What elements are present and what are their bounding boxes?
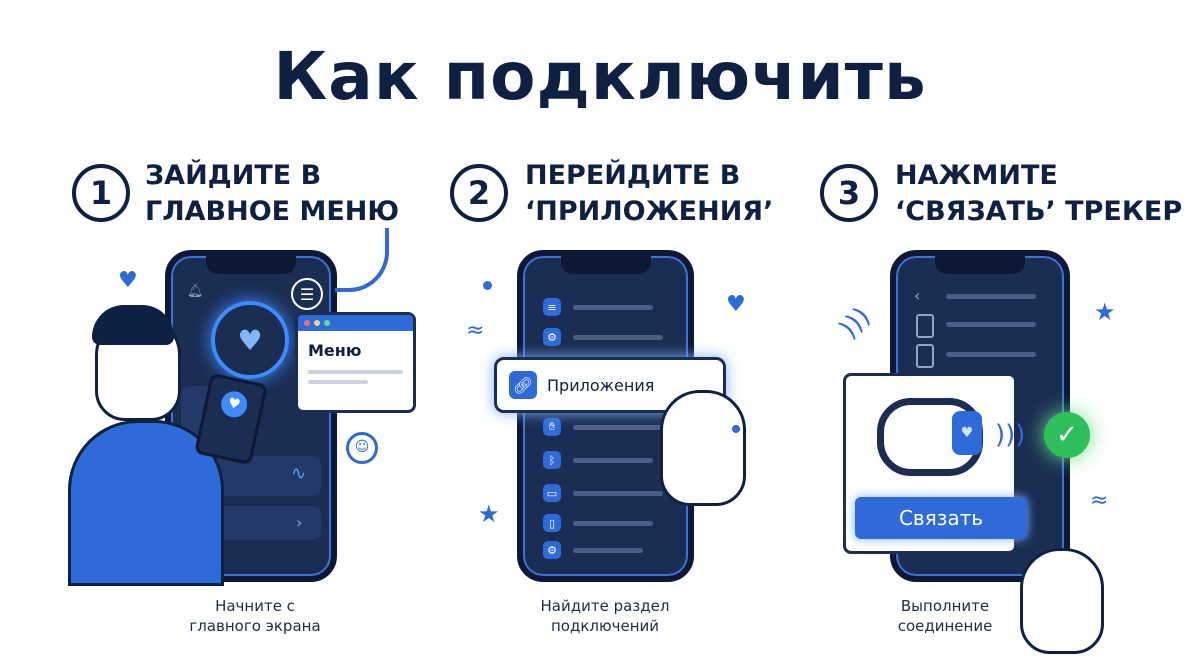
pointer-hand-icon [1020, 548, 1104, 654]
apps-item-label: Приложения [547, 375, 655, 395]
wifi-signal-icon: ))) [833, 301, 877, 345]
check-icon: ✓ [1044, 412, 1090, 458]
dot [732, 425, 740, 433]
placeholder-line [308, 380, 368, 384]
step-2-caption: Найдите раздел подключений [520, 596, 690, 636]
settings-row [573, 305, 653, 310]
step-1-caption: Начните с главного экрана [170, 596, 340, 636]
phone-notch [560, 256, 651, 274]
device-icon [916, 314, 934, 338]
heart-icon: ♥ [726, 292, 746, 317]
connect-button[interactable]: Связать [855, 497, 1027, 539]
settings-row [573, 491, 663, 496]
settings-row [573, 425, 663, 430]
hand-icon: ✋︎ [543, 418, 561, 436]
step-2-number: 2 [450, 164, 508, 222]
dot [483, 281, 492, 290]
step-3-number: 3 [820, 164, 878, 222]
step-3-line-2: ‘СВЯЗАТЬ’ ТРЕКЕР [895, 196, 1183, 227]
step-2-heading: ПЕРЕЙДИТЕ В ‘ПРИЛОЖЕНИЯ’ [525, 158, 773, 230]
phone-notch [935, 256, 1025, 274]
step-1-line-2: ГЛАВНОЕ МЕНЮ [145, 196, 400, 227]
gear-icon: ⚙ [543, 541, 561, 559]
phone-notch [206, 256, 296, 274]
wave-icon: ≈ [466, 318, 485, 343]
window-dot [314, 320, 320, 326]
caption-line: главного экрана [189, 617, 321, 635]
step-2-line-2: ‘ПРИЛОЖЕНИЯ’ [525, 196, 774, 227]
back-icon[interactable]: ‹ [914, 286, 921, 305]
caption-line: Начните с [215, 597, 295, 615]
bluetooth-icon: ᛒ [543, 451, 561, 469]
arrow-icon [335, 228, 389, 292]
step-1-line-1: ЗАЙДИТЕ В [145, 160, 322, 191]
settings-row [573, 548, 643, 553]
pulse-icon: ∿ [291, 463, 307, 484]
caption-line: соединение [897, 617, 993, 635]
settings-row [573, 335, 663, 340]
caption-line: Найдите раздел [540, 597, 670, 615]
step-1-heading: ЗАЙДИТЕ В ГЛАВНОЕ МЕНЮ [145, 158, 399, 230]
step-1-number: 1 [72, 164, 130, 222]
heart-rate-ring: ♥ [211, 301, 289, 379]
heart-icon: ♥ [237, 323, 263, 357]
caption-line: подключений [550, 617, 660, 635]
settings-row [946, 322, 1036, 327]
pointer-hand-icon [660, 390, 746, 506]
heart-icon: ♥ [118, 268, 138, 293]
menu-popup[interactable]: Меню [295, 312, 416, 413]
star-icon: ★ [478, 500, 500, 528]
signal-icon: ))) [995, 420, 1026, 450]
step-3-line-1: НАЖМИТЕ [895, 160, 1058, 191]
settings-row [946, 352, 1036, 357]
settings-row [573, 521, 653, 526]
step-3-caption: Выполните соединение [880, 596, 1010, 636]
watch-icon: ▯ [543, 514, 561, 532]
caption-line: Выполните [900, 597, 990, 615]
menu-popup-label: Меню [308, 341, 362, 360]
window-dot [304, 320, 310, 326]
placeholder-line [308, 370, 403, 374]
heart-icon: ♥ [218, 388, 250, 420]
settings-row [573, 458, 653, 463]
bell-icon: 🔔︎ [187, 284, 204, 299]
device-icon [916, 344, 934, 368]
sliders-icon: ≡ [543, 298, 561, 316]
star-icon: ★ [1094, 298, 1116, 326]
chevron-right-icon: › [296, 513, 303, 532]
fitness-band-icon: ♥ [877, 398, 983, 476]
battery-icon: ▭ [543, 484, 561, 502]
smile-icon: ☺ [346, 432, 378, 464]
settings-row [946, 294, 1036, 299]
wave-icon: ≈ [1090, 488, 1109, 513]
popup-titlebar [298, 315, 413, 331]
gear-icon: ⚙ [543, 328, 561, 346]
link-icon: 🔗︎ [509, 371, 537, 399]
person-hair [92, 305, 174, 345]
heart-icon: ♥ [952, 411, 982, 455]
step-3-heading: НАЖМИТЕ ‘СВЯЗАТЬ’ ТРЕКЕР [895, 158, 1182, 230]
hamburger-icon[interactable]: ☰ [291, 278, 323, 310]
window-dot [324, 320, 330, 326]
step-2-line-1: ПЕРЕЙДИТЕ В [525, 160, 741, 191]
page-title: Как подключить [273, 38, 927, 115]
